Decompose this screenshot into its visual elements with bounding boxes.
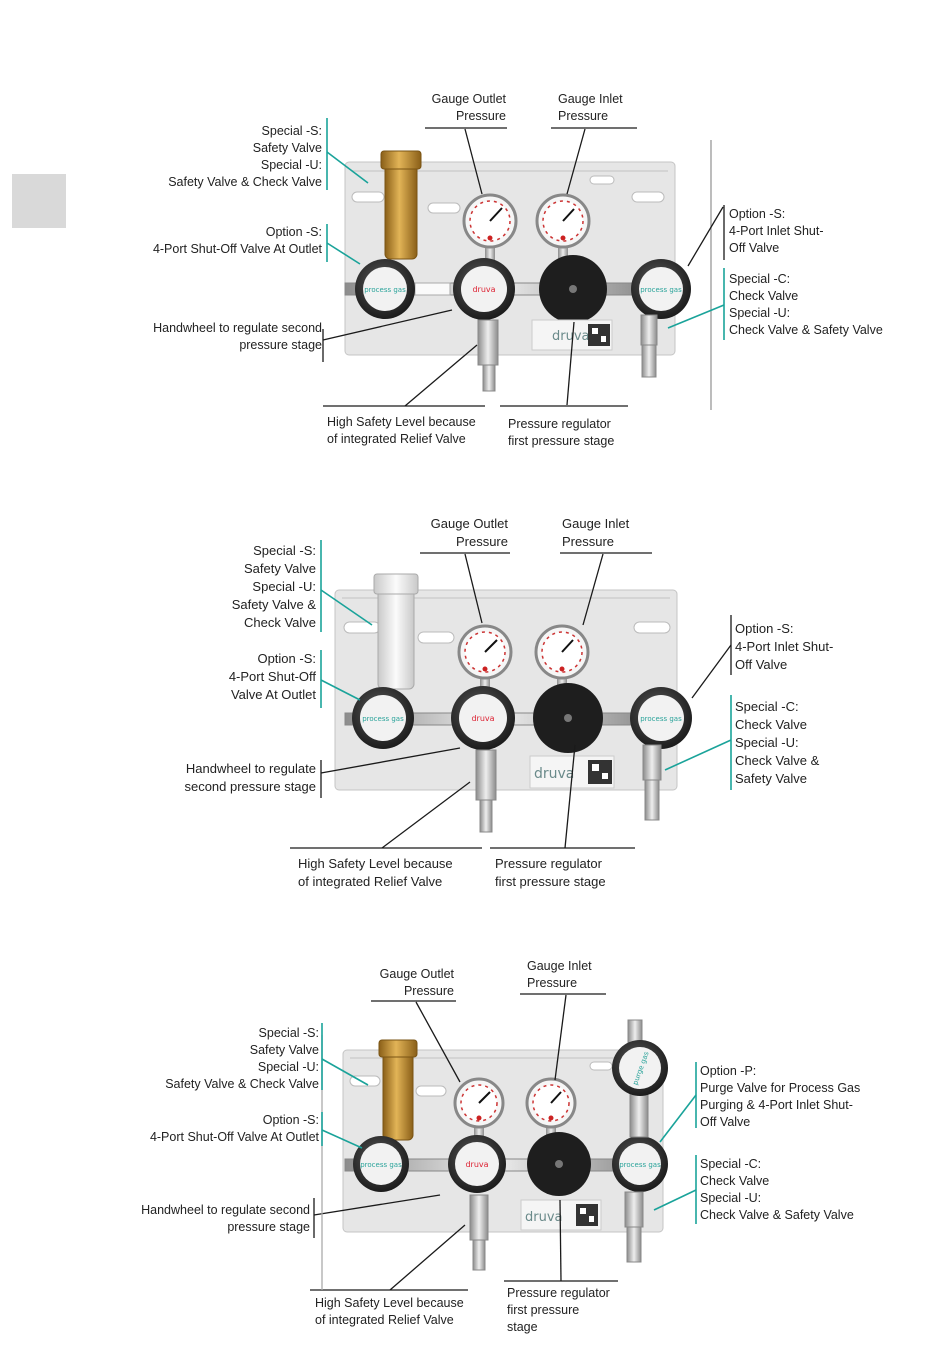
page-tab-marker [12, 174, 66, 228]
purge-handwheel: purge gas [612, 1040, 668, 1096]
label-pressure-regulator: Pressure regulator first pressure stage [507, 1286, 610, 1334]
label-option-s-outlet-valve: Option -S: 4-Port Shut-Off Valve At Outl… [228, 651, 316, 702]
label-gauge-inlet-pressure: Gauge Inlet Pressure [562, 516, 630, 549]
svg-text:druva: druva [472, 285, 495, 294]
svg-text:process gas: process gas [640, 715, 682, 723]
label-special-s-safety-valve: Special -S: Safety Valve Special -U: Saf… [168, 124, 322, 189]
label-option-s-inlet-valve: Option -S: 4-Port Inlet Shut- Off Valve [735, 621, 834, 672]
label-relief-valve: High Safety Level because of integrated … [327, 415, 476, 446]
label-special-s-safety-valve: Special -S: Safety Valve Special -U: Saf… [231, 543, 316, 630]
svg-text:process gas: process gas [364, 286, 406, 294]
svg-text:process gas: process gas [619, 1161, 661, 1169]
gauge-inlet [525, 1077, 577, 1142]
label-option-s-outlet-valve: Option -S: 4-Port Shut-Off Valve At Outl… [149, 1113, 319, 1144]
regulator-body [539, 255, 607, 323]
handwheel-center: druva [448, 1135, 506, 1193]
figure-2-assembly: process gas druva process gas druva [290, 540, 732, 849]
gauge-outlet [453, 1077, 505, 1142]
gauge-inlet [534, 624, 590, 696]
label-special-c-check-valve: Special -C: Check Valve Special -U: Chec… [735, 699, 820, 786]
figure-3-assembly: process gas druva process gas purge gas [310, 993, 697, 1291]
label-special-s-safety-valve: Special -S: Safety Valve Special -U: Saf… [165, 1026, 319, 1091]
label-handwheel-second-stage: Handwheel to regulate second pressure st… [184, 761, 316, 794]
svg-text:process gas: process gas [640, 286, 682, 294]
gauge-outlet [462, 193, 518, 264]
regulator-body [533, 683, 603, 753]
label-special-c-check-valve: Special -C: Check Valve Special -U: Chec… [700, 1157, 854, 1222]
gauge-outlet [457, 624, 513, 696]
svg-text:druva: druva [525, 1210, 563, 1225]
label-option-p-purge-valve: Option -P: Purge Valve for Process Gas P… [700, 1064, 861, 1129]
label-relief-valve: High Safety Level because of integrated … [298, 856, 453, 889]
svg-text:druva: druva [465, 1160, 488, 1169]
label-handwheel-second-stage: Handwheel to regulate second pressure st… [153, 321, 322, 352]
svg-text:process gas: process gas [360, 1161, 402, 1169]
handwheel-right: process gas [631, 259, 691, 319]
handwheel-left: process gas [352, 687, 414, 749]
gauge-inlet [535, 193, 591, 264]
regulator-body [527, 1132, 591, 1196]
figure-1-assembly: process gas druva process gas druva [322, 118, 725, 410]
label-option-s-outlet-valve: Option -S: 4-Port Shut-Off Valve At Outl… [152, 225, 322, 256]
label-gauge-outlet-pressure: Gauge Outlet Pressure [379, 967, 454, 998]
handwheel-center: druva [453, 258, 515, 320]
svg-text:druva: druva [534, 766, 574, 782]
label-special-c-check-valve: Special -C: Check Valve Special -U: Chec… [729, 272, 883, 337]
svg-text:druva: druva [471, 714, 494, 723]
label-gauge-outlet-pressure: Gauge Outlet Pressure [431, 92, 506, 123]
handwheel-right: process gas [612, 1136, 668, 1192]
handwheel-left: process gas [355, 259, 415, 319]
label-gauge-outlet-pressure: Gauge Outlet Pressure [430, 516, 508, 549]
label-pressure-regulator: Pressure regulator first pressure stage [508, 417, 615, 448]
svg-text:druva: druva [552, 329, 590, 344]
svg-text:process gas: process gas [362, 715, 404, 723]
label-gauge-inlet-pressure: Gauge Inlet Pressure [527, 959, 592, 990]
label-option-s-inlet-valve: Option -S: 4-Port Inlet Shut- Off Valve [729, 207, 824, 255]
handwheel-right: process gas [630, 687, 692, 749]
label-pressure-regulator: Pressure regulator first pressure stage [495, 856, 606, 889]
label-gauge-inlet-pressure: Gauge Inlet Pressure [558, 92, 623, 123]
handwheel-left: process gas [353, 1136, 409, 1192]
handwheel-center: druva [451, 686, 515, 750]
label-handwheel-second-stage: Handwheel to regulate second pressure st… [141, 1203, 310, 1234]
label-relief-valve: High Safety Level because of integrated … [315, 1296, 464, 1327]
